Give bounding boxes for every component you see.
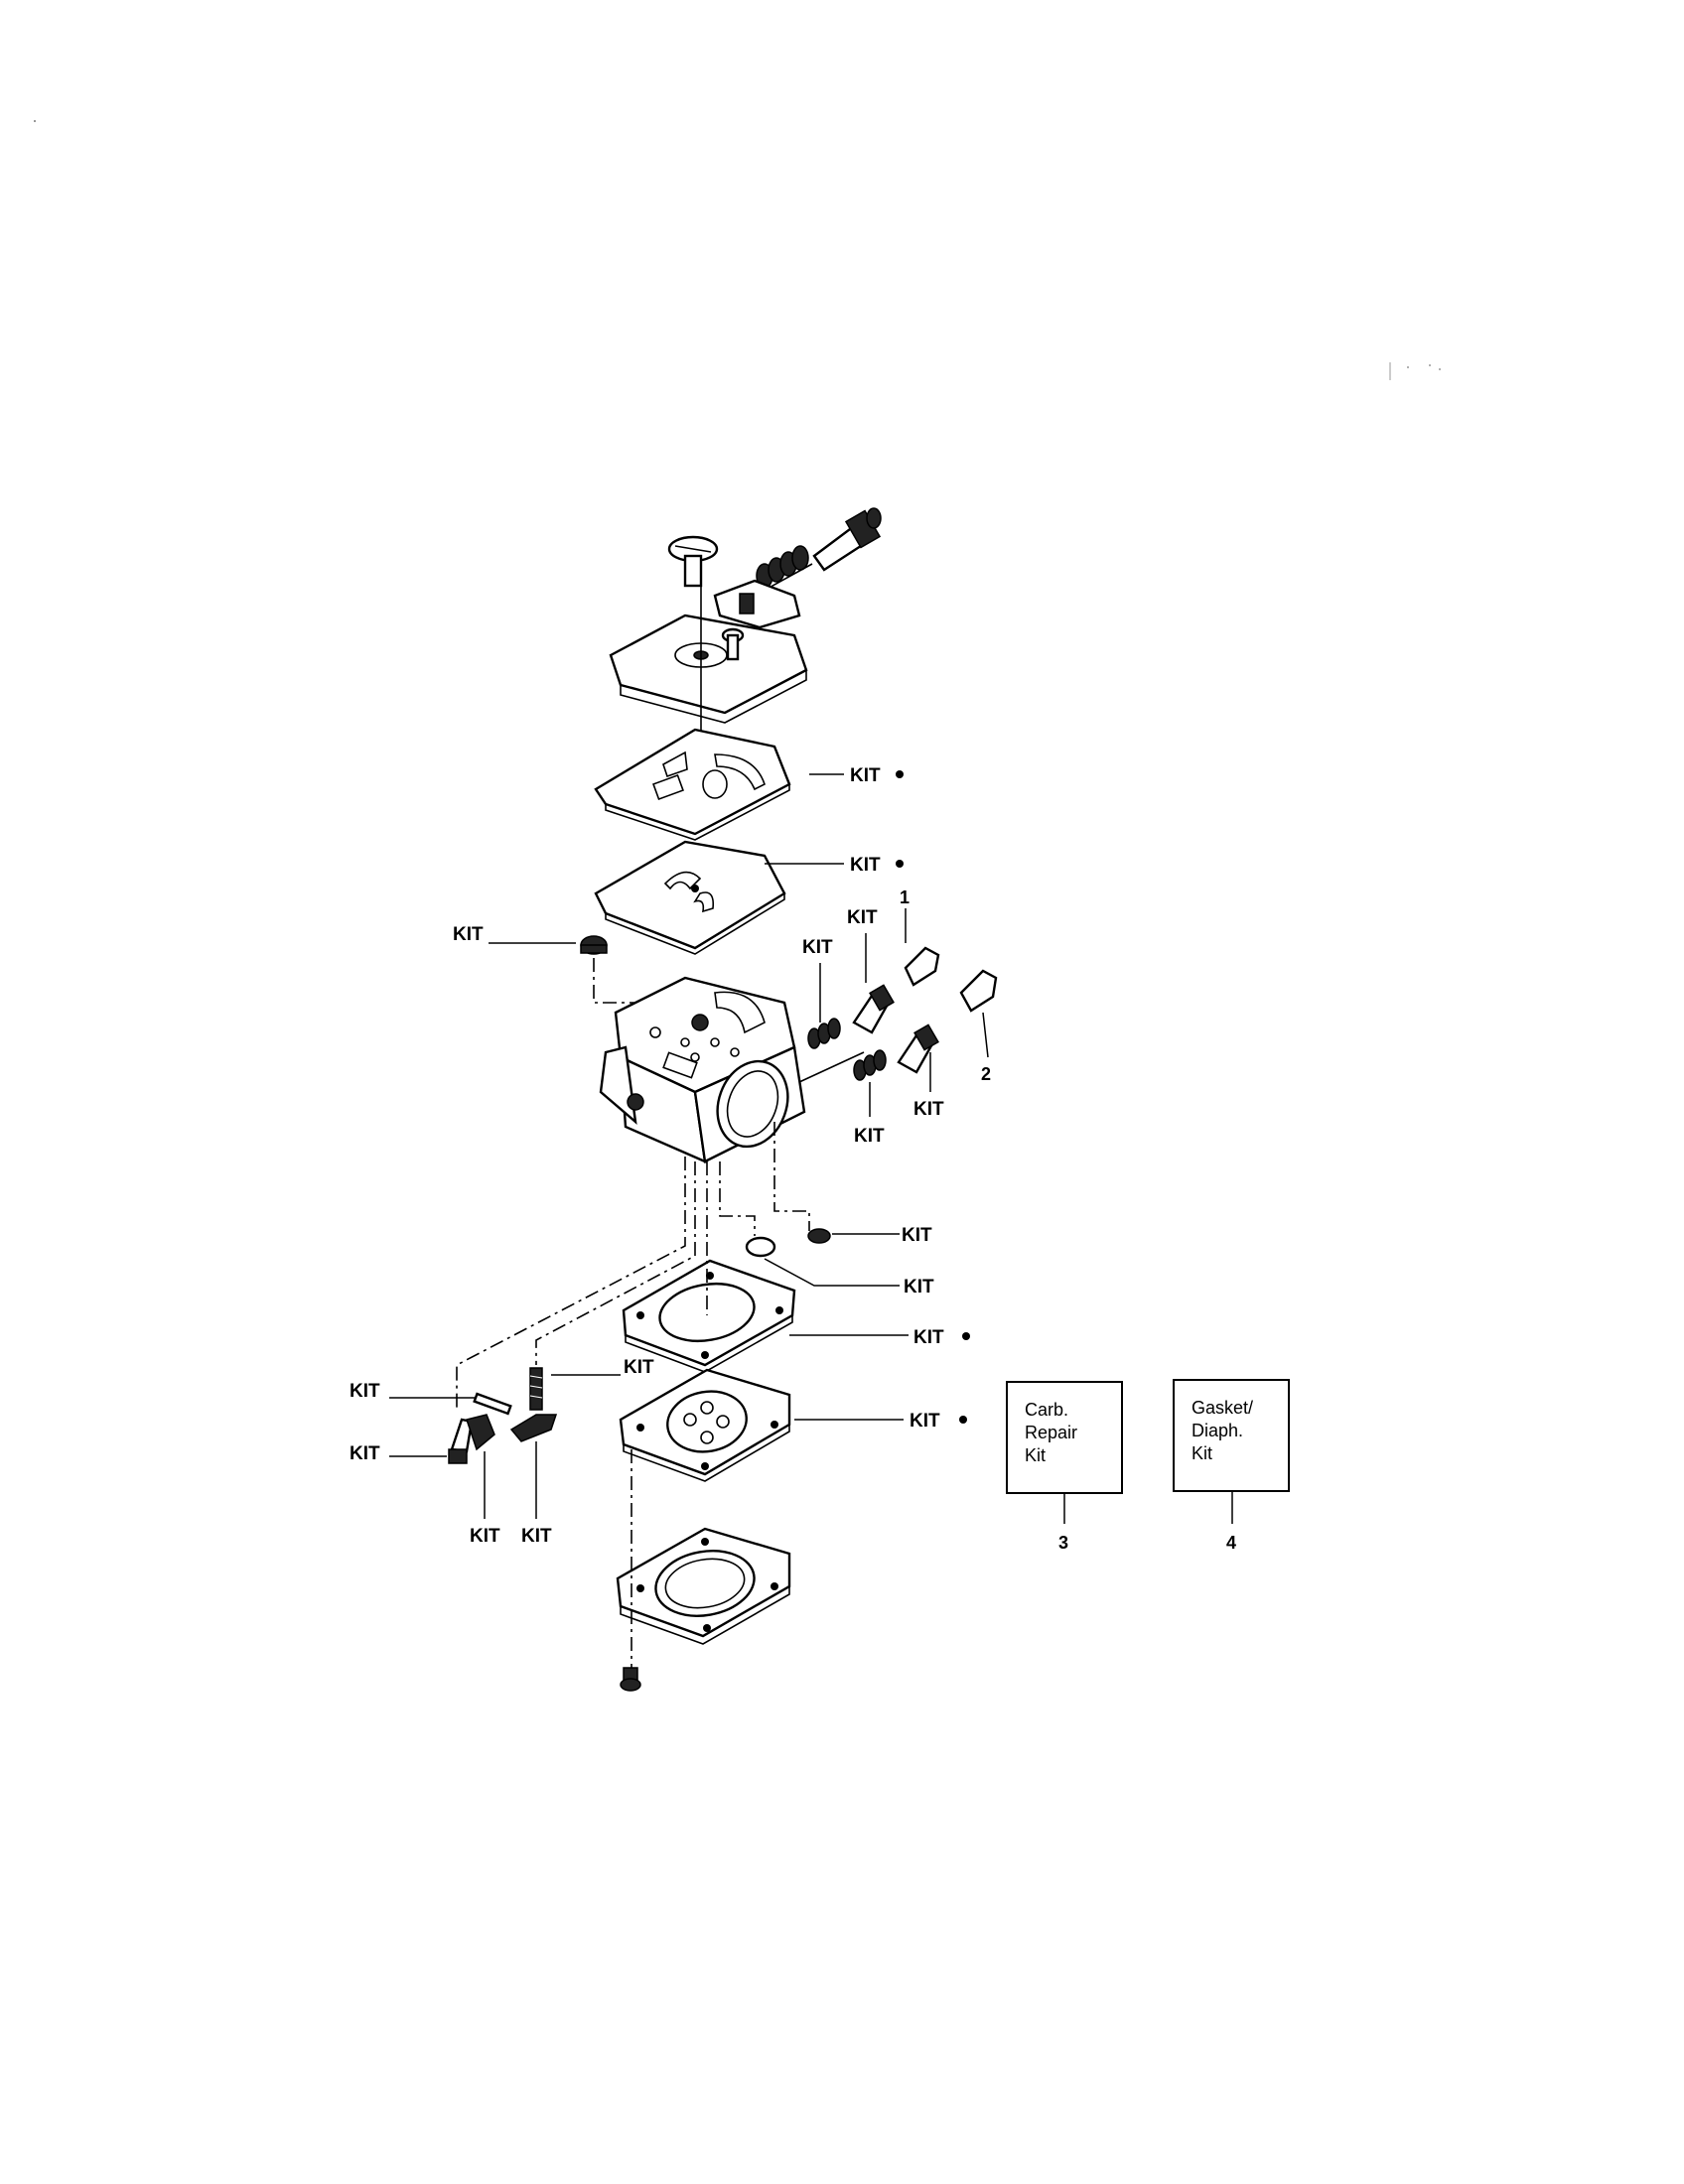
metering-spring [529,1367,543,1411]
scan-specks [34,120,1441,380]
leader-disc [764,1258,900,1287]
kit-box-gasket-diaph: Gasket/ Diaph. Kit 4 [1173,1379,1290,1553]
kit-box-4-line-3: Kit [1192,1443,1212,1463]
check-disc [745,1236,776,1258]
kit-box-4-number: 4 [1226,1533,1236,1553]
pin-dash-line [456,1157,686,1410]
metering-lever-2 [509,1414,558,1442]
disc-dash-line [719,1161,756,1236]
callout-kit-needle-left: KIT [350,1443,380,1464]
callout-kit-gasket-1: KIT [850,765,881,786]
kit-box-3-line-2: Repair [1025,1423,1077,1442]
callout-kit-needle-lower: KIT [913,1099,944,1120]
metering-lever-1 [466,1414,495,1451]
inlet-screen [807,1228,831,1244]
inlet-cap [580,935,608,955]
limiter-cap-1 [904,946,940,987]
callout-kit-pin: KIT [350,1381,380,1402]
metering-diaphragm [619,1368,791,1482]
callout-item-1: 1 [900,887,910,907]
metering-cover [616,1527,791,1645]
callout-kit-small-spring: KIT [624,1357,654,1378]
callout-kit-cap: KIT [453,924,484,945]
top-screw [667,535,719,588]
carburetor-body [599,976,806,1163]
adjuster-screw [812,507,882,572]
inlet-needle [448,1418,474,1464]
kit-box-3-number: 3 [1058,1533,1068,1553]
spring-lower [853,1049,887,1081]
needle-lower [897,1024,939,1074]
callout-kit-gasket-2: KIT [850,855,881,876]
adjuster-spring [756,545,809,589]
callout-kit-disc: KIT [904,1277,934,1297]
callout-kit-lever-2: KIT [521,1526,552,1547]
needle-axis-lower [798,1051,865,1083]
bullet-gasket-2 [896,860,904,868]
bullet-metering-gasket [962,1332,970,1340]
pump-gasket [594,728,791,841]
leader-item-2 [982,1012,989,1058]
kit-box-4-line-2: Diaph. [1192,1421,1243,1440]
callout-kit-lever-1: KIT [470,1526,500,1547]
screen-dash-line [773,1122,810,1231]
needle-upper [852,984,895,1034]
callout-kit-spring-lower: KIT [854,1126,885,1147]
pump-diaphragm [594,840,786,955]
callout-kit-diaphragm: KIT [910,1411,940,1432]
kit-box-4-line-1: Gasket/ [1192,1398,1253,1418]
bullet-gasket-1 [896,770,904,778]
callout-kit-screen: KIT [902,1225,932,1246]
kit-box-carb-repair: Carb. Repair Kit 3 [1006,1381,1123,1553]
kit-box-3-line-3: Kit [1025,1445,1046,1465]
cover-screw [620,1667,641,1692]
spring-upper [807,1018,841,1049]
spring-dash-line [535,1161,696,1365]
callout-kit-metering-gasket: KIT [913,1327,944,1348]
callout-item-2: 2 [981,1064,991,1084]
callout-kit-needle-upper: KIT [847,907,878,928]
metering-gasket [622,1259,796,1373]
pump-cover [609,579,808,724]
limiter-cap-2 [959,969,998,1013]
callout-kit-spring-upper: KIT [802,937,833,958]
lever-pin [473,1392,512,1416]
kit-box-3-line-1: Carb. [1025,1400,1068,1420]
bullet-diaphragm [959,1416,967,1424]
